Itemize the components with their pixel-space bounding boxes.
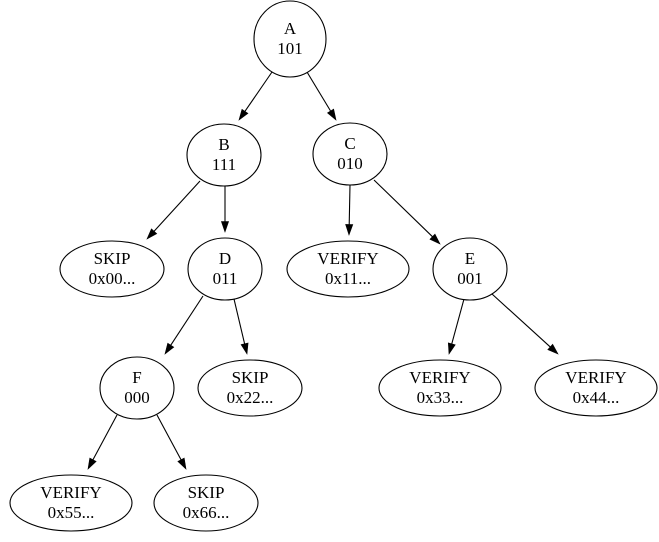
- graph-edge: [156, 414, 187, 470]
- node-label-primary: F: [132, 368, 141, 387]
- graph-node-skip66[interactable]: SKIP0x66...: [153, 474, 259, 532]
- node-label-secondary: 0x00...: [89, 269, 136, 288]
- node-label-primary: SKIP: [188, 483, 225, 502]
- node-label-primary: D: [219, 249, 231, 268]
- node-label-primary: VERIFY: [565, 368, 626, 387]
- node-ellipse[interactable]: [59, 240, 165, 298]
- graph-node-verify11[interactable]: VERIFY0x11...: [286, 240, 410, 298]
- nodes-layer: A101B111C010SKIP0x00...D011VERIFY0x11...…: [9, 0, 658, 532]
- node-label-secondary: 001: [457, 269, 483, 288]
- node-label-secondary: 0x55...: [48, 503, 95, 522]
- graph-edge: [373, 179, 441, 245]
- node-ellipse[interactable]: [186, 123, 262, 187]
- graph-node-verify55[interactable]: VERIFY0x55...: [9, 474, 133, 532]
- graph-edge: [306, 71, 337, 121]
- graph-edge: [238, 71, 273, 121]
- node-label-secondary: 0x66...: [183, 503, 230, 522]
- graph-node-verify33[interactable]: VERIFY0x33...: [378, 359, 502, 417]
- node-label-secondary: 0x22...: [227, 388, 274, 407]
- graph-edge: [345, 184, 354, 236]
- graph-edge: [146, 180, 201, 240]
- graph-node-verify44[interactable]: VERIFY0x44...: [534, 359, 658, 417]
- graph-edge: [233, 298, 249, 355]
- node-label-secondary: 011: [213, 269, 238, 288]
- node-ellipse[interactable]: [432, 237, 508, 301]
- node-label-secondary: 0x33...: [417, 388, 464, 407]
- node-label-secondary: 010: [337, 154, 363, 173]
- node-label-primary: B: [218, 135, 229, 154]
- node-label-primary: SKIP: [232, 368, 269, 387]
- node-label-primary: A: [284, 19, 297, 38]
- node-ellipse[interactable]: [286, 240, 410, 298]
- node-ellipse[interactable]: [99, 356, 175, 420]
- graph-node-skip22[interactable]: SKIP0x22...: [197, 359, 303, 417]
- node-ellipse[interactable]: [9, 474, 133, 532]
- node-label-secondary: 000: [124, 388, 150, 407]
- edges-layer: [87, 71, 559, 470]
- graph-edge: [491, 293, 559, 355]
- node-ellipse[interactable]: [534, 359, 658, 417]
- node-label-primary: VERIFY: [317, 249, 378, 268]
- node-ellipse[interactable]: [378, 359, 502, 417]
- graph-edge: [164, 295, 204, 355]
- node-label-primary: C: [344, 134, 355, 153]
- node-label-secondary: 101: [277, 39, 303, 58]
- node-label-primary: VERIFY: [409, 368, 470, 387]
- node-label-primary: E: [465, 249, 475, 268]
- node-ellipse[interactable]: [253, 0, 327, 78]
- node-label-secondary: 0x44...: [573, 388, 620, 407]
- node-ellipse[interactable]: [187, 237, 263, 301]
- node-label-secondary: 111: [212, 155, 236, 174]
- node-ellipse[interactable]: [312, 122, 388, 186]
- graph-edge: [87, 414, 118, 470]
- node-label-primary: VERIFY: [40, 483, 101, 502]
- node-ellipse[interactable]: [197, 359, 303, 417]
- node-ellipse[interactable]: [153, 474, 259, 532]
- graph-edge: [447, 298, 465, 355]
- node-label-primary: SKIP: [94, 249, 131, 268]
- graph-node-skip00[interactable]: SKIP0x00...: [59, 240, 165, 298]
- graph-edge: [220, 186, 230, 233]
- node-label-secondary: 0x11...: [325, 269, 371, 288]
